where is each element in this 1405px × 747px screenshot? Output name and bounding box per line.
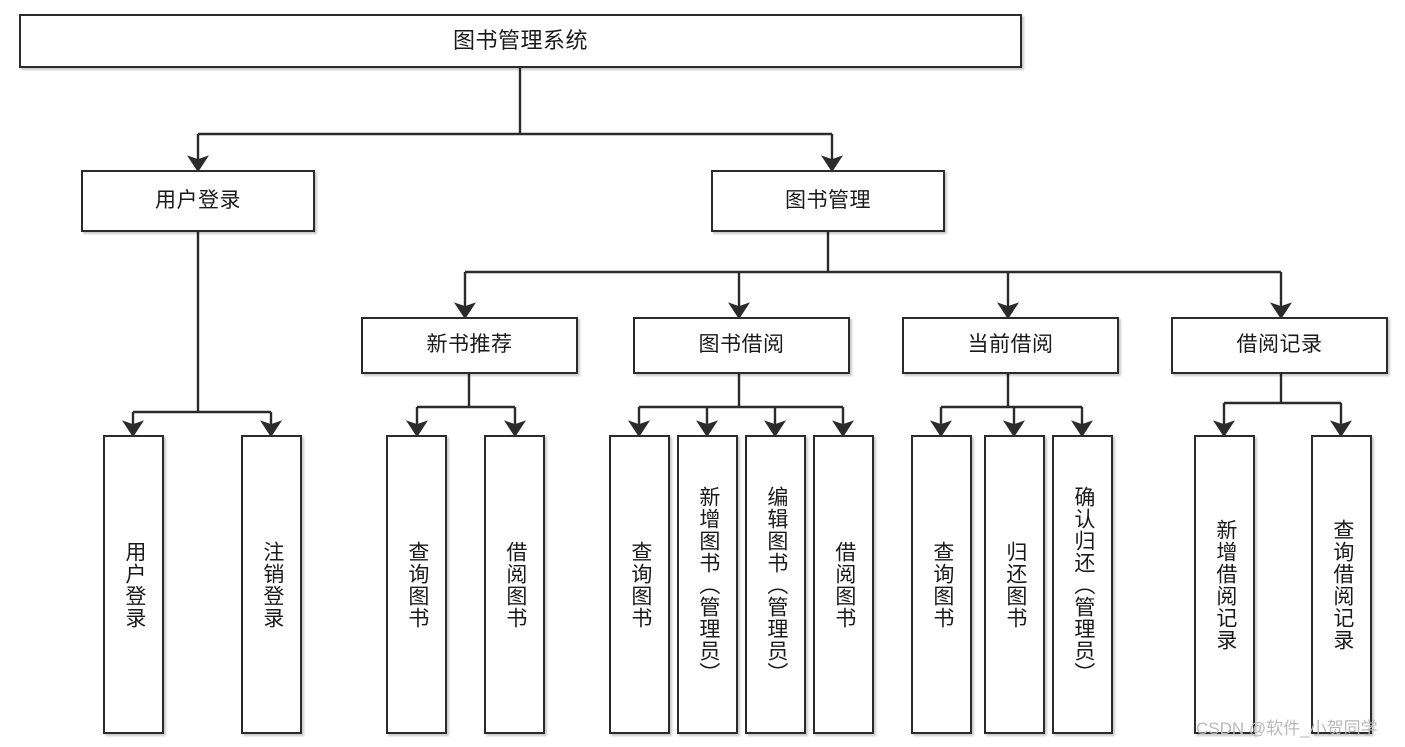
node-label: 借阅记录: [1236, 333, 1323, 357]
node-leaf-query-borrow-record[interactable]: 查询借阅记录: [1311, 435, 1372, 734]
node-label: 借阅图书: [832, 540, 856, 629]
node-book-management[interactable]: 图书管理: [711, 170, 945, 232]
node-book-borrowing[interactable]: 图书借阅: [633, 317, 850, 374]
node-leaf-query-book-borrow[interactable]: 查询图书: [609, 435, 670, 734]
csdn-watermark: CSDN @软件_小贺同学: [1196, 719, 1378, 738]
node-leaf-query-book-current[interactable]: 查询图书: [911, 435, 972, 734]
node-label: 当前借阅: [967, 333, 1054, 357]
node-label: 新书推荐: [426, 333, 513, 357]
node-leaf-return-book[interactable]: 归还图书: [984, 435, 1045, 734]
node-label: 图书管理系统: [452, 28, 588, 54]
node-root-book-management-system[interactable]: 图书管理系统: [19, 14, 1022, 68]
node-label: 查询图书: [628, 540, 652, 629]
node-leaf-user-login[interactable]: 用户登录: [103, 435, 164, 734]
node-label: 新增图书（管理员）: [696, 485, 720, 684]
node-leaf-borrow-book[interactable]: 借阅图书: [813, 435, 874, 734]
node-leaf-add-book-admin[interactable]: 新增图书（管理员）: [677, 435, 738, 734]
node-label: 编辑图书（管理员）: [764, 485, 788, 684]
node-label: 归还图书: [1003, 540, 1027, 629]
node-label: 用户登录: [122, 540, 146, 629]
node-leaf-add-borrow-record[interactable]: 新增借阅记录: [1194, 435, 1255, 734]
node-label: 借阅图书: [503, 540, 527, 629]
node-leaf-query-book-newbook[interactable]: 查询图书: [386, 435, 447, 734]
node-leaf-edit-book-admin[interactable]: 编辑图书（管理员）: [745, 435, 806, 734]
node-borrowing-records[interactable]: 借阅记录: [1171, 317, 1388, 374]
node-label: 新增借阅记录: [1213, 518, 1237, 651]
node-label: 图书管理: [785, 188, 871, 212]
node-new-book-recommendation[interactable]: 新书推荐: [361, 317, 578, 374]
node-leaf-logout[interactable]: 注销登录: [241, 435, 302, 734]
node-label: 用户登录: [155, 188, 241, 212]
node-label: 查询借阅记录: [1330, 518, 1354, 651]
node-label: 查询图书: [405, 540, 429, 629]
node-leaf-borrow-book-newbook[interactable]: 借阅图书: [484, 435, 545, 734]
node-current-borrowing[interactable]: 当前借阅: [902, 317, 1119, 374]
node-label: 查询图书: [930, 540, 954, 629]
node-leaf-confirm-return-admin[interactable]: 确认归还（管理员）: [1052, 435, 1113, 734]
node-user-login[interactable]: 用户登录: [81, 170, 315, 232]
node-label: 确认归还（管理员）: [1071, 485, 1095, 684]
node-label: 图书借阅: [698, 333, 785, 357]
node-label: 注销登录: [260, 540, 284, 629]
